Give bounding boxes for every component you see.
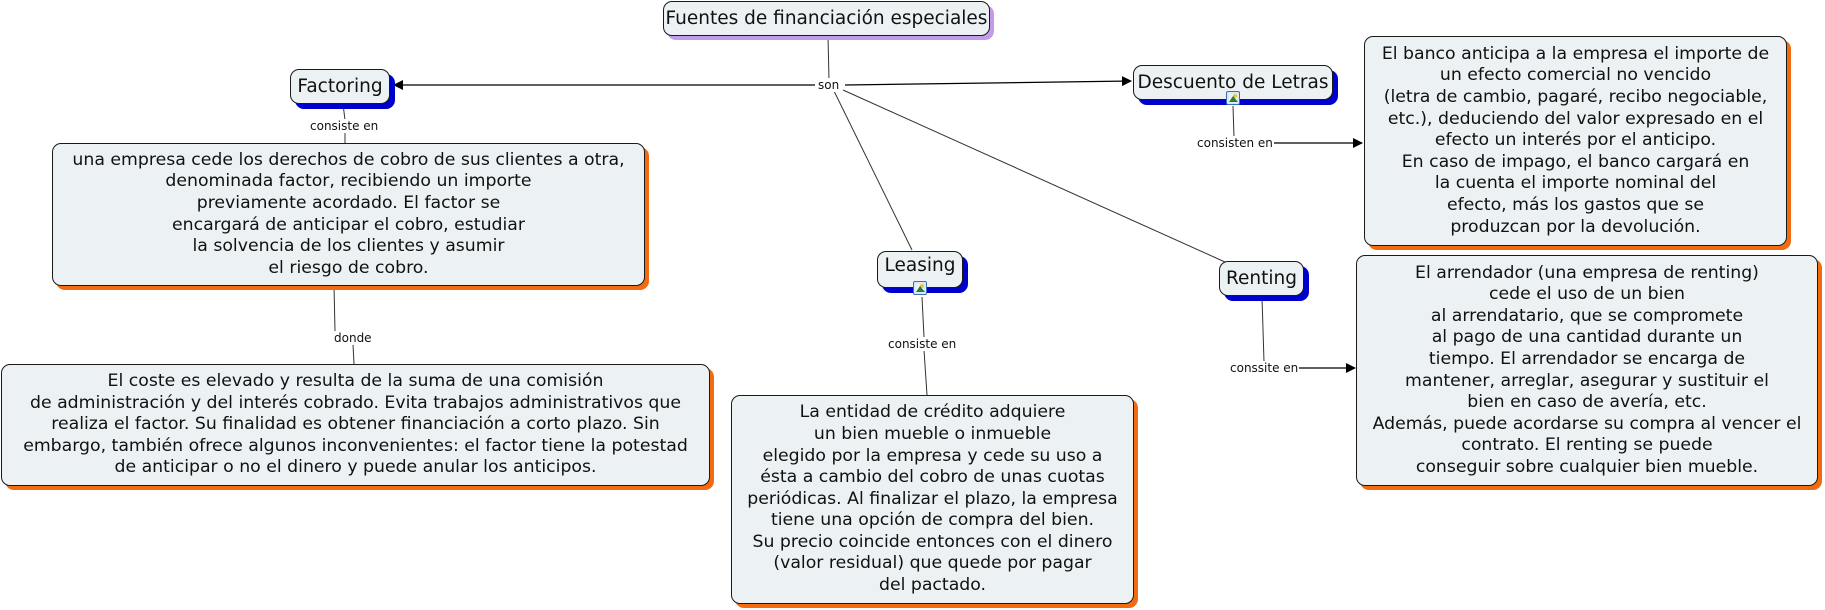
link-label-son: son — [817, 78, 841, 92]
description-node-factoring-cost[interactable]: El coste es elevado y resulta de la suma… — [1, 364, 710, 486]
line-consiste-leasing-desc — [923, 349, 928, 396]
line-donde-cost — [336, 344, 354, 364]
image-icon[interactable] — [913, 281, 927, 295]
concept-node-renting[interactable]: Renting — [1219, 261, 1304, 296]
description-text-factoring-cost: El coste es elevado y resulta de la suma… — [23, 371, 688, 478]
link-label-factoring-consiste: consiste en — [309, 119, 380, 133]
line-son-renting — [842, 89, 1226, 263]
root-concept-node[interactable]: Fuentes de financiación especiales — [663, 1, 990, 36]
concept-node-descuento-letras[interactable]: Descuento de Letras — [1133, 65, 1333, 100]
concept-label-leasing: Leasing — [884, 254, 956, 276]
line-title-son — [827, 35, 830, 81]
description-node-factoring[interactable]: una empresa cede los derechos de cobro d… — [52, 143, 645, 286]
concept-label-factoring: Factoring — [297, 75, 383, 97]
link-label-leasing-consiste: consiste en — [887, 337, 958, 351]
description-node-renting[interactable]: El arrendador (una empresa de renting) c… — [1356, 255, 1818, 486]
concept-label-descuento-letras: Descuento de Letras — [1137, 71, 1329, 93]
description-text-leasing: La entidad de crédito adquiere un bien m… — [747, 402, 1118, 596]
concept-label-renting: Renting — [1226, 267, 1297, 289]
link-label-factoring-donde: donde — [333, 331, 373, 345]
line-factoring-desc-donde — [333, 285, 336, 332]
line-son-leasing — [833, 90, 913, 251]
description-text-descuento-letras: El banco anticipa a la empresa el import… — [1381, 43, 1770, 237]
concept-node-factoring[interactable]: Factoring — [290, 69, 390, 104]
description-text-factoring: una empresa cede los derechos de cobro d… — [72, 149, 625, 278]
line-leasing-consiste — [921, 296, 925, 338]
link-label-renting-conssite: conssite en — [1229, 361, 1300, 375]
line-renting-conssite — [1261, 296, 1265, 363]
description-text-renting: El arrendador (una empresa de renting) c… — [1372, 262, 1802, 477]
description-node-leasing[interactable]: La entidad de crédito adquiere un bien m… — [731, 395, 1134, 604]
line-son-descuento — [844, 76, 1132, 87]
image-icon[interactable] — [1226, 91, 1240, 105]
line-donde-cost-2 — [352, 343, 355, 365]
line-factoring-consiste — [342, 103, 346, 121]
description-node-descuento-letras[interactable]: El banco anticipa a la empresa el import… — [1364, 36, 1787, 246]
root-concept-title: Fuentes de financiación especiales — [665, 7, 988, 29]
link-label-descuento-consisten: consisten en — [1196, 136, 1274, 150]
line-descuento-consisten — [1232, 105, 1235, 138]
